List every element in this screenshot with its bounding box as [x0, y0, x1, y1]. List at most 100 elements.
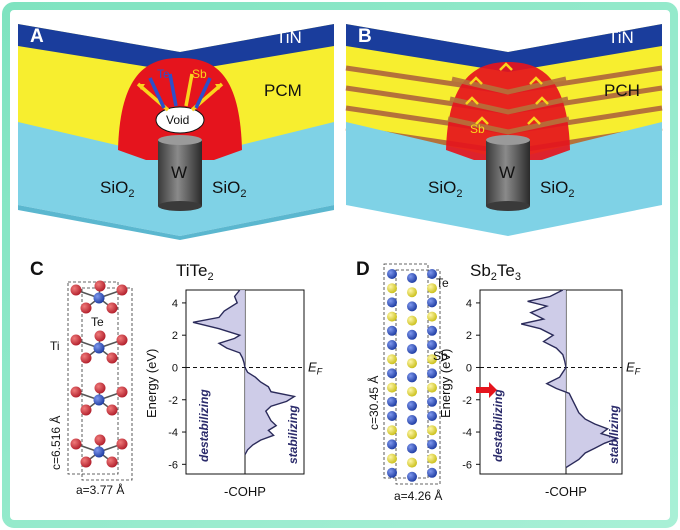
te-atom [70, 284, 82, 296]
ion-arrows [136, 73, 224, 112]
te-atom [70, 334, 82, 346]
atom-label-te-d: Te [436, 276, 449, 290]
cohp-series-line [192, 289, 297, 455]
te-atom [427, 368, 437, 379]
te-atom [407, 301, 417, 312]
sb-atom [427, 354, 437, 365]
te-atom [80, 404, 92, 416]
te-atom [116, 334, 128, 346]
y-tick-label: -2 [462, 395, 472, 407]
te-atom [427, 297, 437, 308]
sb-atom [387, 283, 397, 294]
sio2-left-a: SiO2 [100, 178, 134, 200]
tin-label-b: TiN [608, 28, 634, 47]
sb-atom [407, 429, 417, 440]
sb-atom [427, 283, 437, 294]
c-parameter-d: c=30.45 Å [366, 376, 381, 430]
sb-atom [427, 453, 437, 464]
arrow-label-sb-a: Sb [192, 67, 207, 81]
y-tick-label: -6 [462, 459, 472, 471]
y-tick-label: -6 [168, 459, 178, 471]
te-atom [407, 400, 417, 411]
arrow-label-te-a: Te [157, 67, 170, 81]
y-axis-title: Energy (eV) [438, 349, 453, 418]
te-atom [70, 386, 82, 398]
stabilizing-label: stabilizing [286, 405, 300, 464]
panel-letter-c: C [30, 259, 44, 280]
y-tick-label: -4 [462, 427, 472, 439]
te-atom [407, 471, 417, 482]
te-atom [387, 439, 397, 450]
sb-atom [427, 382, 437, 393]
destabilizing-label: destabilizing [197, 389, 211, 462]
te-atom [407, 415, 417, 425]
panel-d-structure: D Te Sb c=30.45 Å a=4.26 Å [356, 259, 449, 503]
te-atom [94, 382, 106, 394]
panel-b: B TiN PCH Sb W SiO2 SiO2 [345, 24, 663, 236]
te-atom [94, 280, 106, 292]
w-label-b: W [499, 163, 515, 182]
ti-atom [93, 342, 105, 354]
stabilizing-label: stabilizing [607, 405, 621, 464]
te-atom [116, 284, 128, 296]
te-atom [80, 302, 92, 314]
sb-label-b: Sb [470, 122, 485, 136]
panel-a: A TiN PCM Te Sb Void W SiO2 SiO2 [18, 24, 334, 240]
x-axis-title: -COHP [224, 484, 266, 499]
compound-title-d: Sb2Te3 [470, 261, 521, 283]
te-atom [387, 467, 397, 478]
panel-c-structure: C Te Ti c=6.516 Å a=3.77 Å [30, 259, 133, 497]
ti-atom [93, 292, 105, 304]
panel-letter-b: B [358, 26, 372, 47]
red-arrow-d [476, 382, 497, 398]
sb-atom [387, 425, 397, 436]
te-atom [387, 411, 397, 421]
y-tick-label: 2 [172, 330, 178, 342]
te-atom [407, 344, 417, 354]
compound-title-c: TiTe2 [176, 261, 214, 283]
te-atom [427, 396, 437, 407]
te-atom [94, 330, 106, 342]
w-electrode [158, 140, 202, 206]
pch-label: PCH [604, 81, 640, 100]
w-label-a: W [171, 163, 187, 182]
te-atom [427, 340, 437, 350]
te-atom [116, 438, 128, 450]
sb-atom [427, 311, 437, 322]
te-atom [70, 438, 82, 450]
cohp-series-line [521, 289, 620, 469]
te-atom [427, 439, 437, 450]
te-atom [106, 352, 118, 364]
cohp-fill [521, 290, 618, 468]
sb-atom [387, 311, 397, 322]
te-atom [106, 404, 118, 416]
panel-letter-a: A [30, 26, 44, 47]
te-atom [407, 372, 417, 383]
sb-atom [407, 315, 417, 326]
te-atom [427, 411, 437, 421]
atom-label-sb-d: Sb [433, 349, 448, 363]
y-tick-label: -4 [168, 427, 178, 439]
te-atom [387, 269, 397, 279]
te-atom [407, 443, 417, 454]
sb-atom [387, 453, 397, 464]
sb-atom [427, 425, 437, 436]
atom-label-te-c: Te [91, 315, 104, 329]
destabilizing-label: destabilizing [491, 389, 505, 462]
sb-migration-marks [465, 62, 549, 125]
te-atom [106, 456, 118, 468]
y-tick-label: 4 [466, 298, 472, 310]
plot-frame [479, 289, 623, 475]
void-label: Void [166, 113, 189, 127]
sb2te3-atoms [387, 269, 437, 482]
tin-label-a: TiN [276, 28, 302, 47]
pcm-label: PCM [264, 81, 302, 100]
sb-atom [387, 382, 397, 393]
te-atom [387, 297, 397, 308]
y-axis-title: Energy (eV) [144, 349, 159, 418]
te-atom [116, 386, 128, 398]
te-atom [427, 325, 437, 336]
